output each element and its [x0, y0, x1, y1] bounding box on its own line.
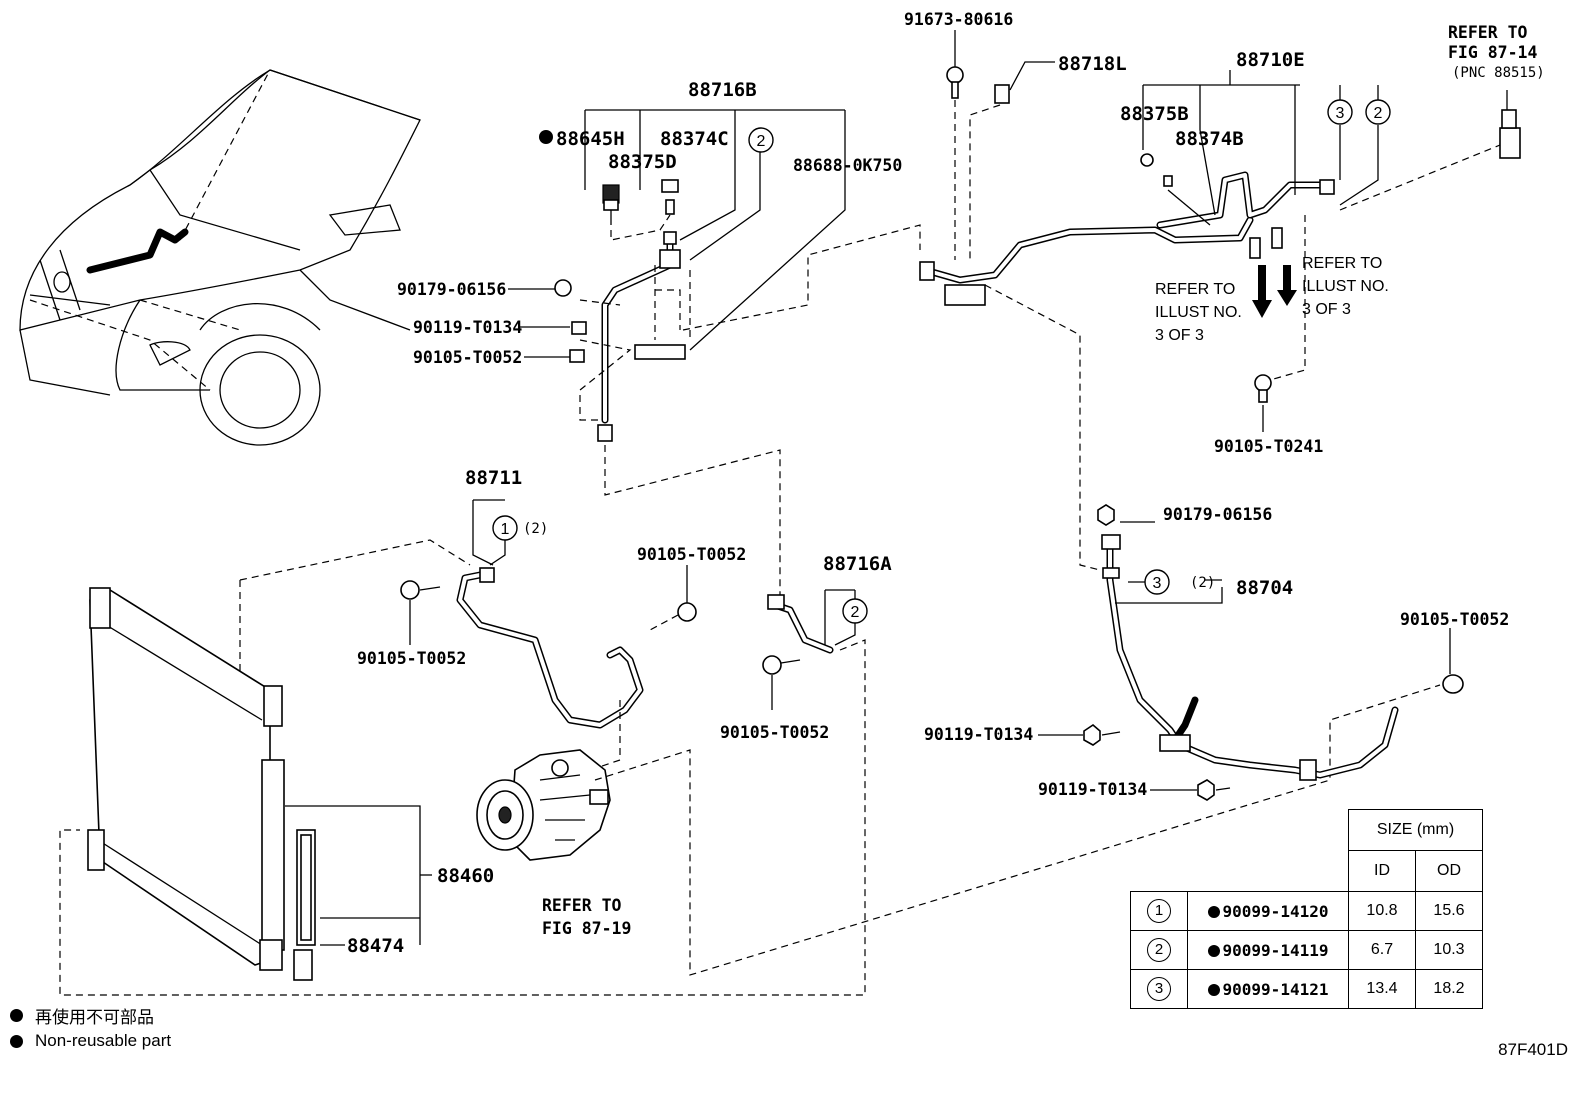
refer-illust-b-line1: REFER TO — [1302, 255, 1382, 272]
table-row: 1 90099-14120 10.8 15.6 — [1130, 891, 1483, 931]
table-cell-id: 13.4 — [1348, 969, 1416, 1009]
group-88711: 1 2 — [59, 499, 1441, 996]
circle-ref-2-c: 2 — [851, 604, 860, 621]
pnc-value: 90099-14120 — [1208, 902, 1329, 921]
table-cell-id: 10.8 — [1348, 891, 1416, 931]
table-header-id: ID — [1348, 850, 1416, 892]
label-90105-T0052-b: 90105-T0052 — [357, 649, 466, 668]
label-90105-T0052-e: 90105-T0052 — [1400, 610, 1509, 629]
circle-ref-2-b: 2 — [1374, 105, 1383, 122]
label-88711: 88711 — [465, 467, 522, 489]
refer-notes: REFER TO FIG 87-14 (PNC 88515) REFER TO … — [542, 23, 1545, 938]
label-90179-06156-b: 90179-06156 — [1163, 505, 1272, 524]
group-88716B: 2 — [508, 109, 921, 600]
table-cell-pnc: 90099-14121 — [1187, 969, 1349, 1009]
label-90105-T0241: 90105-T0241 — [1214, 437, 1323, 456]
condenser — [87, 587, 432, 981]
table-cell-pnc: 90099-14120 — [1187, 891, 1349, 931]
table-cell-ref: 1 — [1130, 891, 1188, 931]
refer-illust-b-line3: 3 OF 3 — [1302, 301, 1351, 318]
circle-ref-2-a: 2 — [757, 133, 766, 150]
label-88688-0K750: 88688-0K750 — [793, 156, 902, 175]
group-88704: 3 — [1038, 504, 1464, 801]
table-row: 3 90099-14121 13.4 18.2 — [1130, 969, 1483, 1009]
legend-text-en: Non-reusable part — [35, 1031, 172, 1050]
label-88716B: 88716B — [688, 79, 757, 101]
legend: 再使用不可部品 Non-reusable part — [10, 1002, 171, 1054]
non-reusable-dot — [539, 130, 553, 144]
refer-illust-b-line2: ILLUST NO. — [1302, 278, 1389, 295]
refer-illust-a-line2: ILLUST NO. — [1155, 304, 1242, 321]
circle-ref-3-a: 3 — [1336, 105, 1345, 122]
label-90119-T0134-c: 90119-T0134 — [1038, 780, 1147, 799]
pnc-value: 90099-14119 — [1208, 941, 1329, 960]
circle-ref: 2 — [1147, 938, 1171, 962]
part-number-labels: 88716B 88645H 88374C 88375D 88688-0K750 … — [347, 10, 1509, 957]
group-88710E: 3 2 — [919, 30, 1521, 571]
table-cell-ref: 2 — [1130, 930, 1188, 970]
refer-fig-87-19-line2: FIG 87-19 — [542, 919, 631, 938]
o-ring-size-table: SIZE (mm) ID OD 1 90099-14120 10.8 15.6 … — [1130, 809, 1483, 1009]
table-cell-pnc: 90099-14119 — [1187, 930, 1349, 970]
label-90105-T0052-a: 90105-T0052 — [413, 348, 522, 367]
label-88374C: 88374C — [660, 128, 729, 150]
label-91673-80616: 91673-80616 — [904, 10, 1013, 29]
label-90119-T0134-a: 90119-T0134 — [413, 318, 522, 337]
table-blank — [1131, 851, 1349, 892]
table-cell-od: 10.3 — [1415, 930, 1483, 970]
table-cell-od: 18.2 — [1415, 969, 1483, 1009]
refer-fig-87-19-line1: REFER TO — [542, 896, 622, 915]
vehicle-outline — [19, 69, 421, 446]
table-header-od: OD — [1415, 850, 1483, 892]
non-reusable-dot-icon — [10, 1008, 23, 1022]
refer-illust-a-line1: REFER TO — [1155, 281, 1235, 298]
label-90105-T0052-c: 90105-T0052 — [637, 545, 746, 564]
label-88704: 88704 — [1236, 577, 1293, 599]
label-qty-2-b: (2) — [1190, 575, 1215, 591]
circle-ref-3-b: 3 — [1153, 575, 1162, 592]
table-header-size: SIZE (mm) — [1348, 809, 1483, 851]
pnc-value: 90099-14121 — [1208, 980, 1329, 999]
refer-illust-a-line3: 3 OF 3 — [1155, 327, 1204, 344]
label-88375B: 88375B — [1120, 103, 1189, 125]
refer-fig-87-14-line3: (PNC 88515) — [1452, 65, 1545, 81]
label-88374B: 88374B — [1175, 128, 1244, 150]
table-row: 2 90099-14119 6.7 10.3 — [1130, 930, 1483, 970]
label-88716A: 88716A — [823, 553, 892, 575]
label-90105-T0052-d: 90105-T0052 — [720, 723, 829, 742]
refer-fig-87-14-line2: FIG 87-14 — [1448, 43, 1537, 62]
table-cell-ref: 3 — [1130, 969, 1188, 1009]
legend-row-en: Non-reusable part — [10, 1028, 171, 1054]
legend-text-jp: 再使用不可部品 — [35, 1007, 154, 1027]
refer-fig-87-14-line1: REFER TO — [1448, 23, 1528, 42]
circle-ref: 3 — [1147, 977, 1171, 1001]
figure-code: 87F401D — [1498, 1040, 1568, 1059]
label-88375D: 88375D — [608, 151, 677, 173]
label-88710E: 88710E — [1236, 49, 1305, 71]
label-88474: 88474 — [347, 935, 404, 957]
table-blank — [1131, 810, 1349, 851]
label-88718L: 88718L — [1058, 53, 1127, 75]
label-90179-06156-a: 90179-06156 — [397, 280, 506, 299]
label-88645H: 88645H — [556, 128, 625, 150]
table-cell-od: 15.6 — [1415, 891, 1483, 931]
label-88460: 88460 — [437, 865, 494, 887]
circle-ref: 1 — [1147, 899, 1171, 923]
circle-ref-1: 1 — [501, 521, 510, 538]
legend-row-jp: 再使用不可部品 — [10, 1002, 171, 1028]
label-qty-2-a: (2) — [523, 521, 548, 537]
label-90119-T0134-b: 90119-T0134 — [924, 725, 1033, 744]
non-reusable-dot-icon — [10, 1034, 23, 1048]
compressor — [476, 749, 611, 861]
table-cell-id: 6.7 — [1348, 930, 1416, 970]
